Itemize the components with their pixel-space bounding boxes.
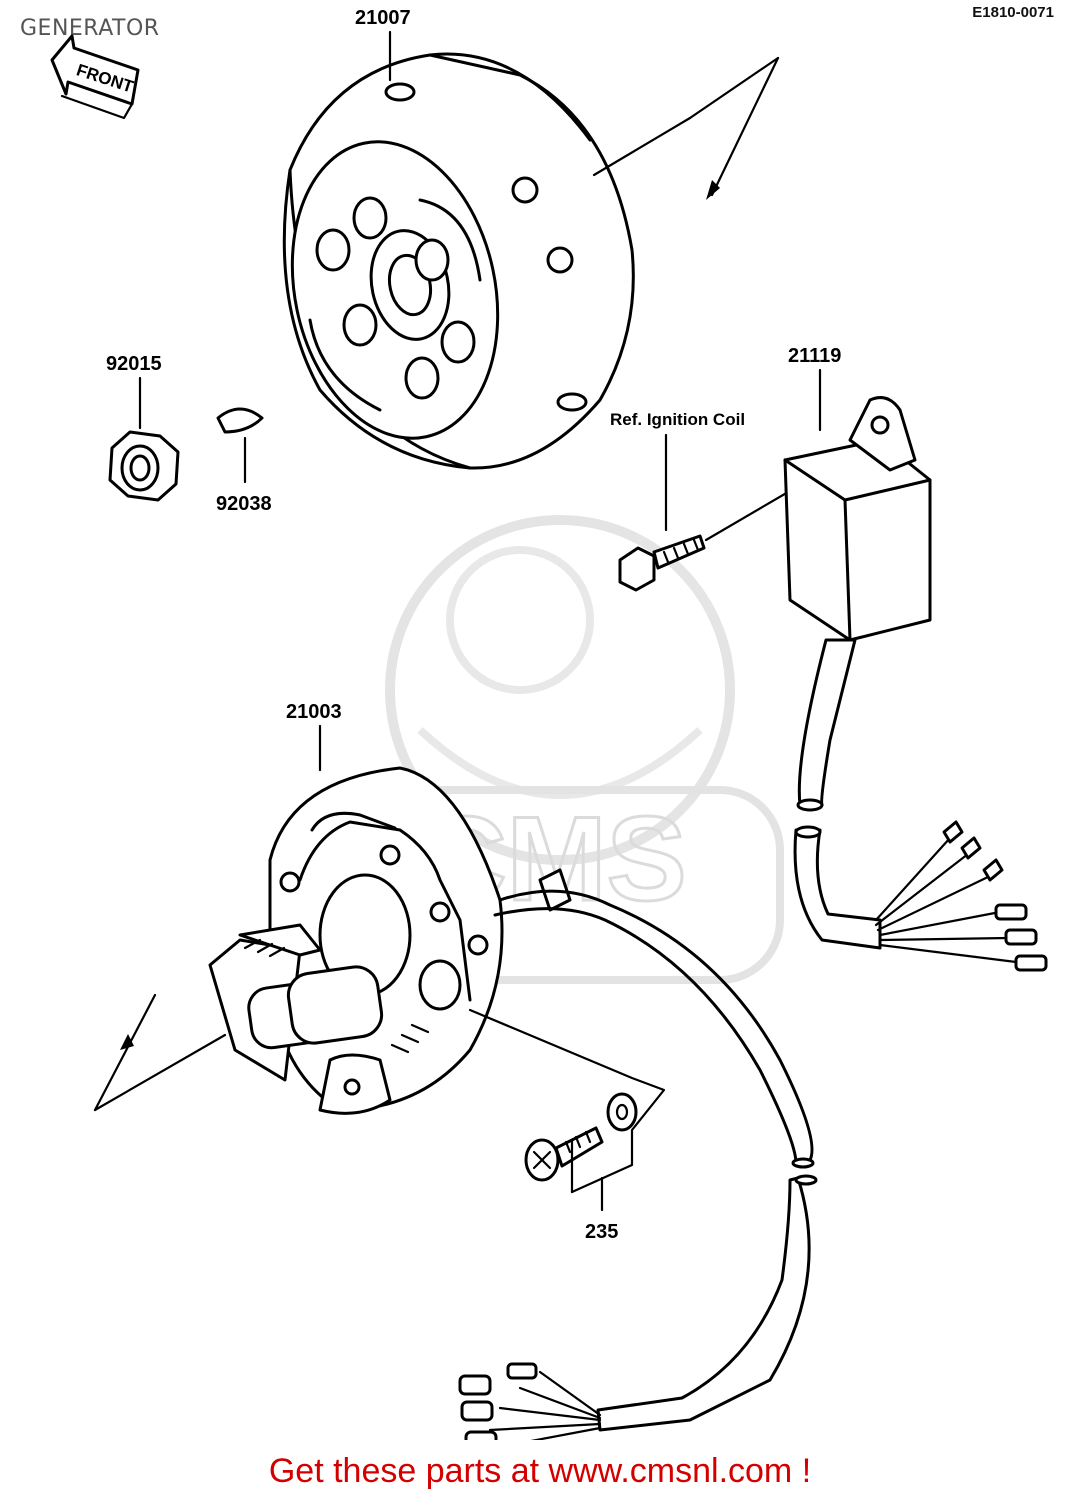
diagram-code: E1810-0071 xyxy=(972,4,1054,21)
ignition-coil-bolt-drawing: Ref. Ignition Coil xyxy=(610,410,797,592)
nut-drawing: 92015 xyxy=(106,353,180,502)
stator-label: 21003 xyxy=(286,701,342,723)
ignition-coil-drawing: 21119 xyxy=(783,345,1048,972)
key-label: 92038 xyxy=(216,493,272,515)
footer-parts-link[interactable]: Get these parts at www.cmsnl.com ! xyxy=(268,1452,812,1490)
screw-drawing: 235 xyxy=(468,1008,666,1243)
flywheel-label: 21007 xyxy=(355,7,411,29)
key-drawing: 92038 xyxy=(216,407,272,515)
generator-parts-diagram: CMS FRONT 21007 92015 xyxy=(50,7,1048,1440)
ignition-coil-ref-label: Ref. Ignition Coil xyxy=(610,410,745,429)
screw-label: 235 xyxy=(585,1221,618,1243)
stator-drawing: 21003 xyxy=(93,701,818,1440)
ignition-coil-label: 21119 xyxy=(788,345,841,367)
page-title: GENERATOR xyxy=(20,16,160,41)
front-arrow-icon: FRONT xyxy=(50,34,140,120)
nut-label: 92015 xyxy=(106,353,162,375)
flywheel-drawing: 21007 xyxy=(282,7,780,470)
